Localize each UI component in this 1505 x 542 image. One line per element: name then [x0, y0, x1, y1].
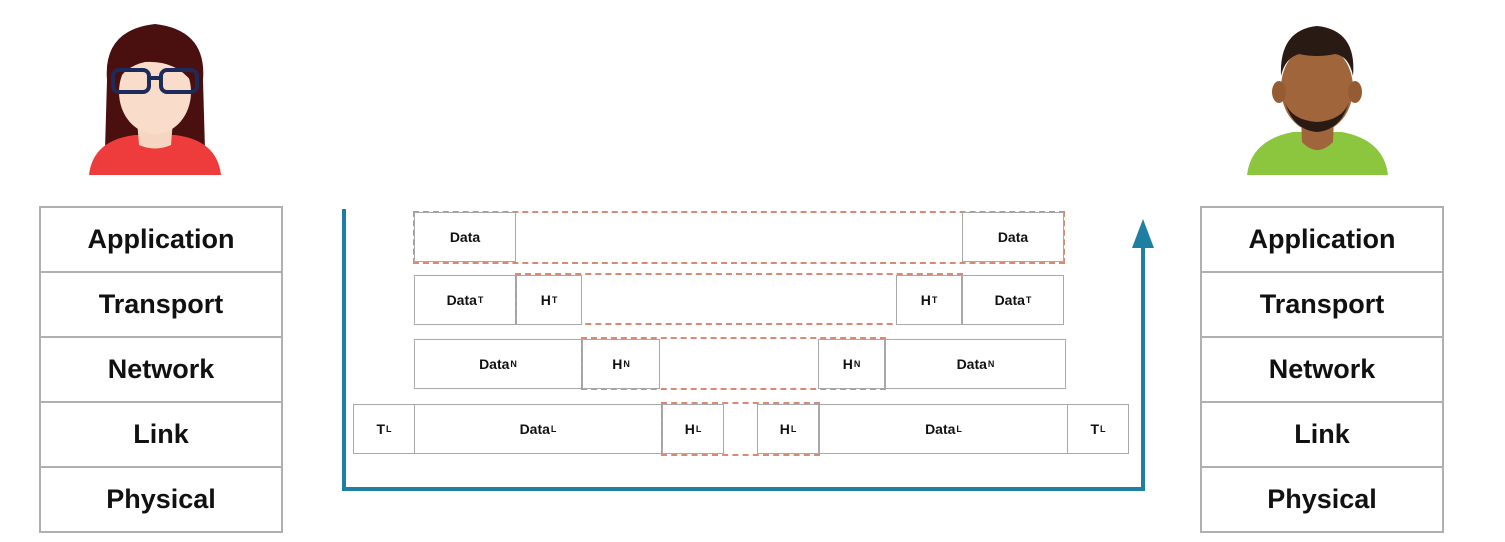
sender-protocol-stack: Application Transport Network Link Physi… [39, 206, 283, 533]
layer-network: Network [41, 336, 281, 401]
sender-avatar-icon [89, 24, 221, 175]
layer-transport: Transport [1202, 271, 1442, 336]
data-box-receiver-app: Data [962, 212, 1064, 262]
layer-network: Network [1202, 336, 1442, 401]
layer-application: Application [87, 224, 235, 254]
layer-application: Application [1248, 224, 1396, 254]
layer-physical: Physical [41, 466, 281, 531]
layer-physical: Physical [1202, 466, 1442, 531]
receiver-avatar-icon [1247, 26, 1388, 175]
layer-link: Link [41, 401, 281, 466]
receiver-protocol-stack: Application Transport Network Link Physi… [1200, 206, 1444, 533]
layer-link: Link [1202, 401, 1442, 466]
layer-transport: Transport [41, 271, 281, 336]
data-box-sender-app: Data [414, 212, 516, 262]
